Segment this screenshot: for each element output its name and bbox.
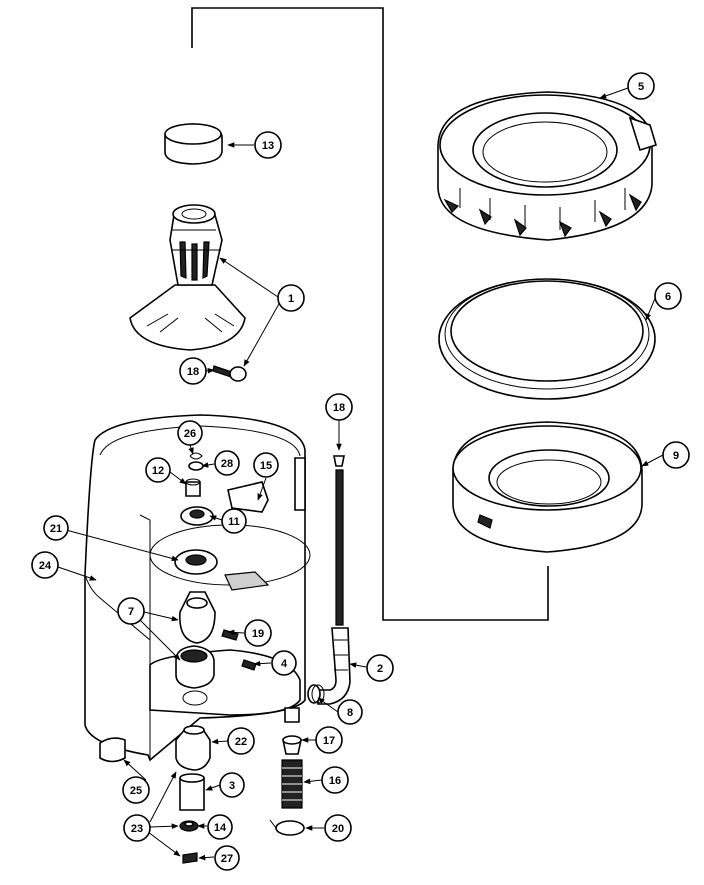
part-28-washer — [188, 461, 204, 471]
svg-text:18: 18 — [333, 402, 345, 414]
callout-5: 5 — [627, 72, 655, 100]
svg-text:9: 9 — [673, 450, 679, 462]
svg-text:13: 13 — [262, 140, 274, 152]
svg-text:18: 18 — [187, 366, 199, 378]
svg-text:1: 1 — [288, 293, 294, 305]
part-18-hose-end — [333, 455, 345, 467]
leader-lines — [57, 87, 664, 861]
svg-text:3: 3 — [229, 780, 235, 792]
svg-text:24: 24 — [39, 560, 52, 572]
svg-text:19: 19 — [252, 628, 264, 640]
callout-8: 8 — [337, 699, 363, 725]
callout-27: 27 — [214, 845, 240, 871]
svg-text:20: 20 — [332, 823, 344, 835]
part-4-screw — [241, 659, 257, 671]
part-9-base-ring — [452, 421, 643, 553]
callout-4: 4 — [271, 650, 297, 676]
callout-13: 13 — [254, 131, 282, 159]
callout-16: 16 — [321, 766, 349, 794]
part-3-sleeve — [179, 773, 205, 811]
svg-text:14: 14 — [214, 822, 227, 834]
callout-25: 25 — [122, 776, 150, 804]
callout-24: 24 — [31, 551, 59, 579]
svg-text:17: 17 — [323, 735, 335, 747]
svg-text:28: 28 — [221, 458, 233, 470]
callout-14: 14 — [207, 814, 233, 840]
svg-text:6: 6 — [665, 291, 671, 303]
svg-text:23: 23 — [131, 823, 143, 835]
svg-text:8: 8 — [347, 707, 353, 719]
part-16-spring — [281, 759, 303, 809]
svg-text:12: 12 — [152, 465, 164, 477]
svg-text:7: 7 — [128, 606, 134, 618]
assembly-connector-line — [191, 7, 549, 621]
part-21-center-boss — [174, 549, 218, 575]
callout-17: 17 — [315, 726, 343, 754]
callout-28: 28 — [214, 450, 240, 476]
callout-23: 23 — [123, 814, 151, 842]
svg-text:26: 26 — [184, 428, 196, 440]
part-15-bracket — [227, 481, 269, 513]
part-27-spring — [182, 852, 198, 864]
part-6-seal-ring — [438, 278, 656, 400]
callout-18-bolt: 18 — [179, 357, 207, 385]
svg-text:22: 22 — [235, 736, 247, 748]
callout-15: 15 — [253, 452, 279, 478]
callout-1: 1 — [277, 284, 305, 312]
svg-text:4: 4 — [281, 658, 288, 670]
part-1-agitator — [129, 204, 246, 351]
part-11-fitting — [180, 506, 214, 526]
svg-text:5: 5 — [638, 81, 644, 93]
callout-2: 2 — [366, 654, 394, 682]
svg-text:16: 16 — [329, 775, 341, 787]
part-7-bearing-assembly — [175, 591, 216, 689]
part-13-cap — [164, 123, 223, 165]
part-8-clamp — [307, 684, 325, 704]
callout-7: 7 — [117, 597, 145, 625]
callout-20: 20 — [324, 814, 352, 842]
part-2-hose — [317, 469, 351, 705]
part-14-washer — [179, 820, 199, 832]
callout-3: 3 — [219, 772, 245, 798]
part-12-nut — [185, 478, 201, 497]
svg-text:2: 2 — [377, 663, 383, 675]
callout-6: 6 — [654, 282, 682, 310]
part-18-bolt — [212, 365, 247, 382]
svg-text:15: 15 — [260, 460, 272, 472]
svg-text:11: 11 — [228, 516, 240, 528]
callout-21: 21 — [43, 515, 69, 541]
part-22-hub — [175, 725, 211, 771]
callout-11: 11 — [221, 508, 247, 534]
part-5-tub-ring — [437, 91, 657, 241]
callout-19: 19 — [244, 619, 272, 647]
callout-18-hose: 18 — [325, 393, 353, 421]
callout-12: 12 — [145, 457, 171, 483]
svg-text:27: 27 — [221, 853, 233, 865]
callout-22: 22 — [227, 727, 255, 755]
callout-9: 9 — [662, 441, 690, 469]
part-20-clamp — [269, 819, 305, 836]
part-17-valve — [282, 735, 302, 755]
callout-26: 26 — [177, 420, 203, 446]
svg-text:25: 25 — [130, 785, 142, 797]
svg-text:21: 21 — [50, 523, 62, 535]
